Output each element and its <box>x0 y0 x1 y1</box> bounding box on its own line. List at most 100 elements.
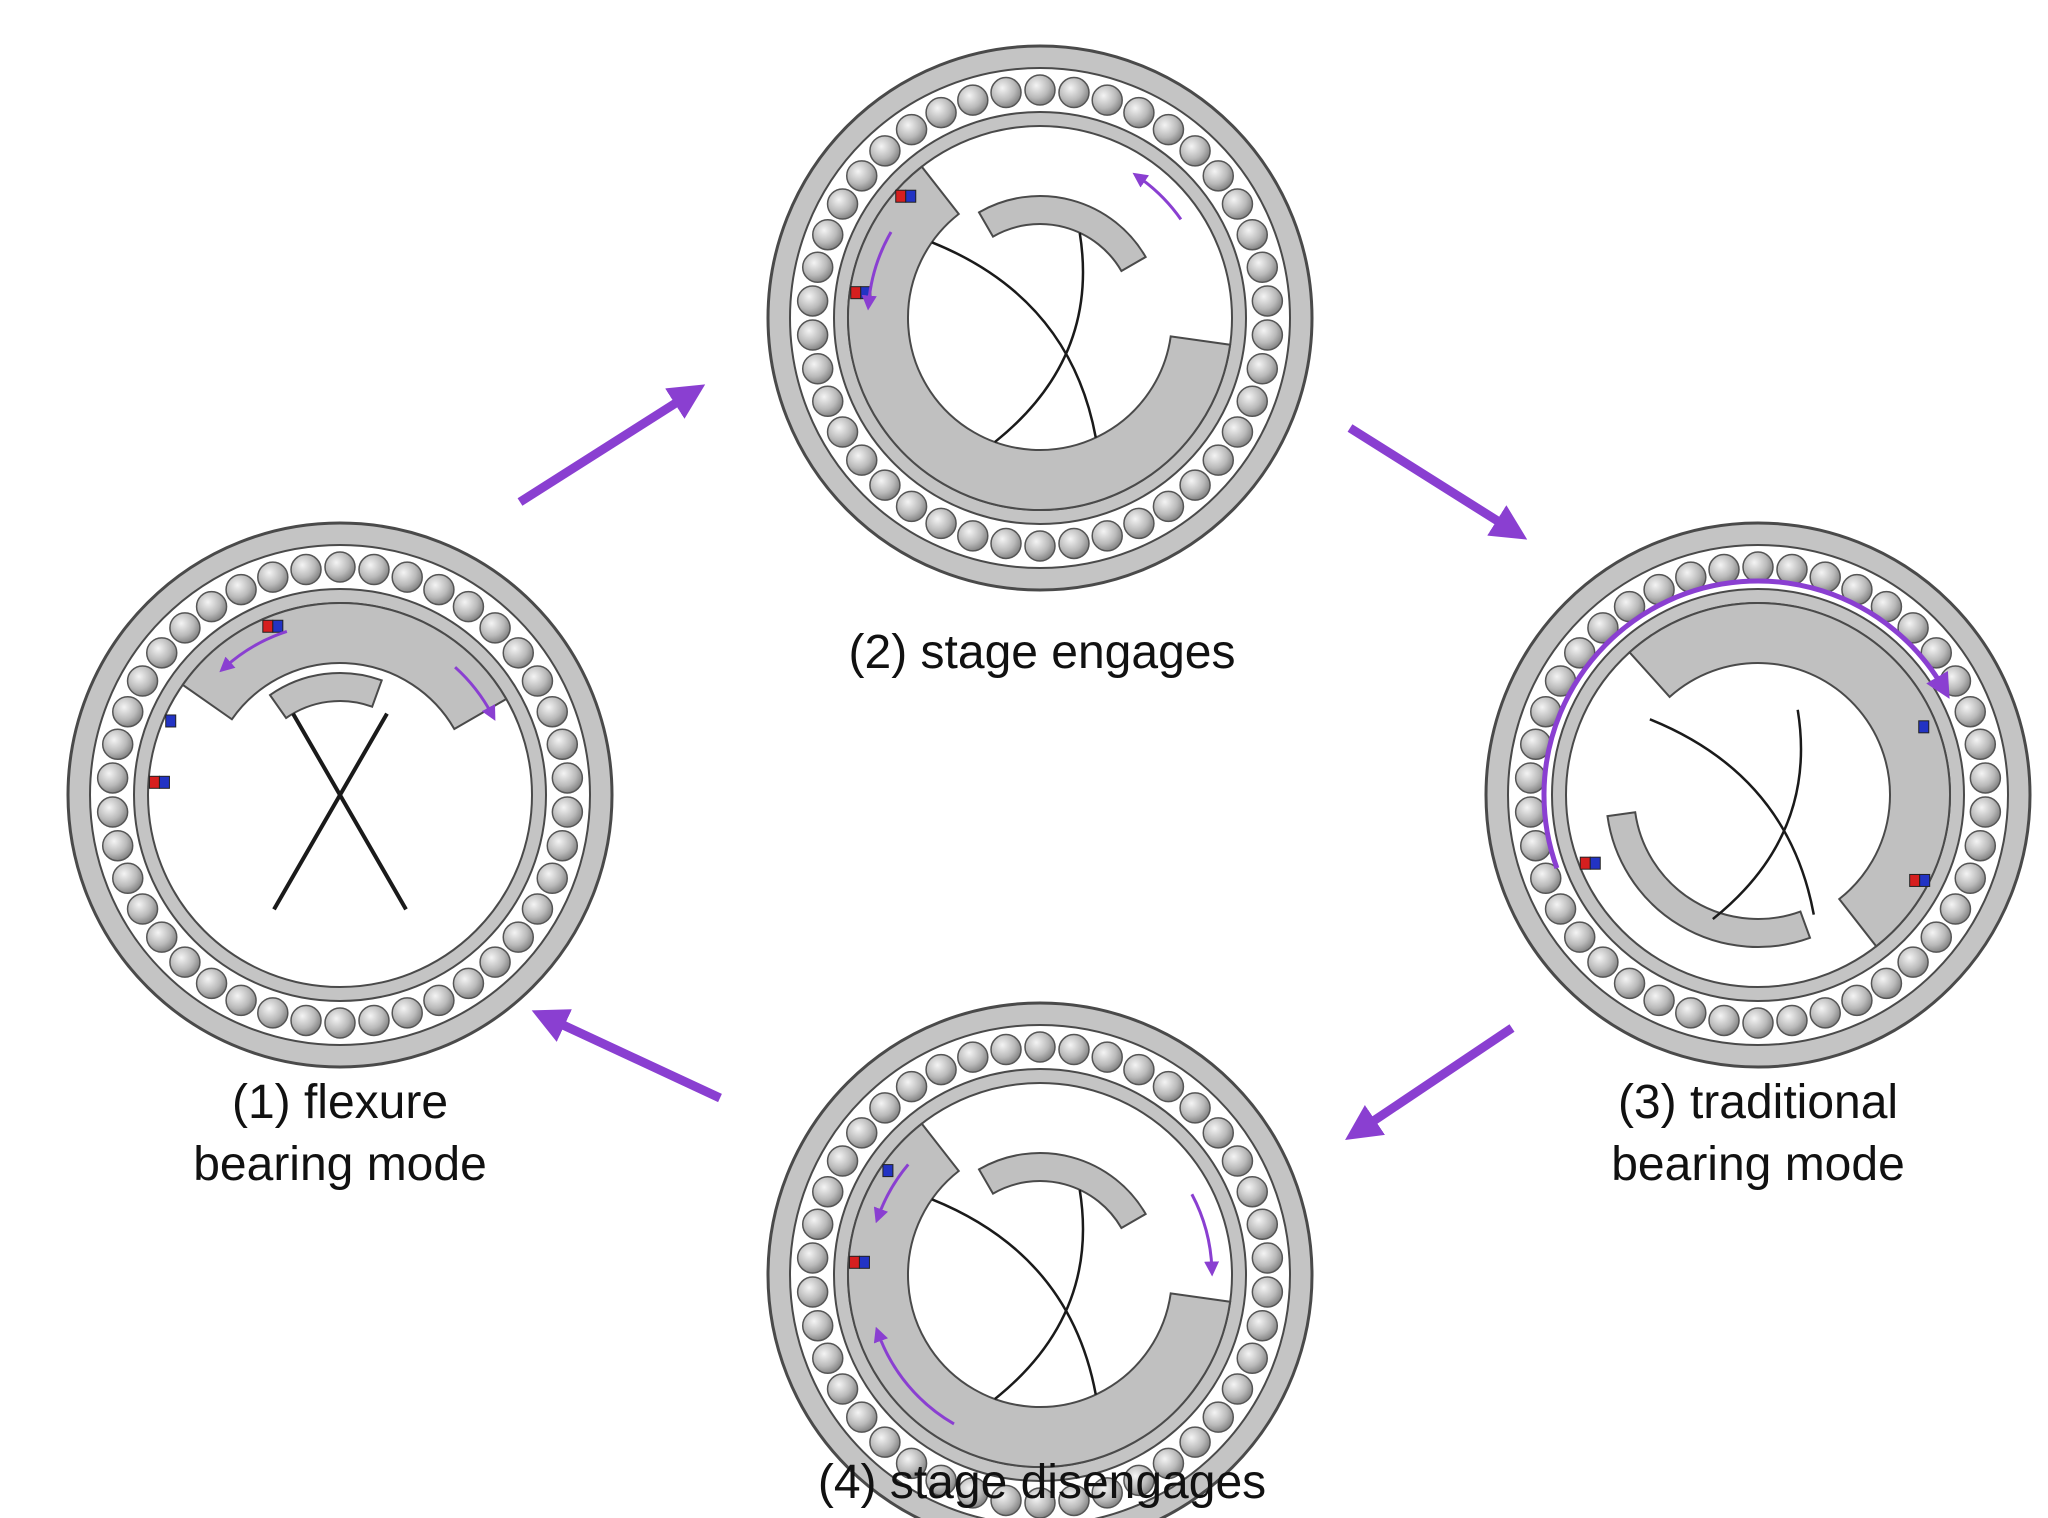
ball-bearing-icon <box>502 921 535 953</box>
ball-bearing-icon <box>1221 1373 1254 1405</box>
ball-bearing-icon <box>826 1373 859 1405</box>
ball-bearing-icon <box>225 573 257 606</box>
ball-bearing-icon <box>195 590 228 623</box>
ball-bearing-icon <box>826 416 859 448</box>
ball-bearing-icon <box>1058 1484 1090 1517</box>
ball-bearing-icon <box>925 1464 957 1497</box>
cycle-arrow-icon <box>1345 1024 1515 1141</box>
ball-bearing-icon <box>869 1092 901 1124</box>
ball-bearing-icon <box>1544 893 1577 925</box>
ball-bearing-icon <box>1939 893 1972 925</box>
ball-bearing-icon <box>391 561 423 593</box>
ball-bearing-icon <box>479 946 511 978</box>
ball-bearing-icon <box>845 1401 878 1433</box>
caption-traditional-line2: bearing mode <box>1611 1138 1905 1191</box>
motion-arrow-icon <box>219 629 288 673</box>
ball-bearing-icon <box>1202 160 1235 192</box>
ball-bearing-icon <box>1123 1053 1155 1086</box>
ball-bearing-icon <box>1091 1477 1123 1509</box>
ball-bearing-icon <box>1954 862 1986 895</box>
ball-bearing-icon <box>1675 997 1707 1029</box>
ball-bearing-icon <box>169 612 201 644</box>
flexure-pad <box>977 194 1148 273</box>
ball-bearing-icon <box>895 490 928 523</box>
ball-bearing-icon <box>1179 135 1211 167</box>
ball-bearing-icon <box>423 984 455 1017</box>
ball-bearing-icon <box>1708 1004 1740 1037</box>
ball-bearing-icon <box>358 553 390 586</box>
ball-bearing-icon <box>1964 829 1997 862</box>
magnet-icon <box>882 1164 894 1178</box>
rotary-stage <box>847 165 1232 511</box>
ball-bearing-icon <box>1024 1487 1056 1518</box>
magnet-icon <box>1909 873 1921 887</box>
ball-bearing-icon <box>290 1004 322 1037</box>
ball-bearing-icon <box>1202 444 1235 476</box>
motion-arrow-icon <box>454 666 496 721</box>
ball-bearing-icon <box>801 352 834 385</box>
ball-bearing-icon <box>1587 612 1619 644</box>
ball-bearing-icon <box>1202 1117 1235 1149</box>
motion-arrow-icon <box>1190 1193 1220 1277</box>
magnet-icon <box>165 714 177 728</box>
ball-bearing-icon <box>869 135 901 167</box>
magnet-icon <box>262 619 274 633</box>
flexure-blade <box>291 712 408 911</box>
ball-bearing-icon <box>869 1426 901 1458</box>
ball-bearing-icon <box>536 695 568 728</box>
ball-bearing-icon <box>826 188 859 220</box>
ball-bearing-icon <box>96 762 129 794</box>
ball-bearing-icon <box>521 893 554 925</box>
ball-bearing-icon <box>925 507 957 540</box>
ball-bearing-icon <box>1563 921 1596 953</box>
ball-bearing-icon <box>812 218 844 251</box>
ball-bearing-icon <box>1058 1033 1090 1066</box>
ball-bearing-icon <box>990 1033 1022 1066</box>
ball-bearing-icon <box>895 1447 928 1480</box>
ball-bearing-icon <box>112 862 144 895</box>
ball-bearing-icon <box>895 1070 928 1103</box>
magnet-icon <box>895 189 907 203</box>
ball-bearing-icon <box>1221 416 1254 448</box>
ball-bearing-icon <box>391 997 423 1029</box>
ball-bearing-icon <box>112 695 144 728</box>
ball-bearing-icon <box>801 1309 834 1342</box>
ball-bearing-icon <box>1236 1342 1268 1375</box>
motion-arrow-icon <box>1541 578 1950 870</box>
motion-arrow-icon <box>873 1163 910 1224</box>
ball-bearing-icon <box>96 796 129 828</box>
ball-bearing-icon <box>324 1007 356 1039</box>
ball-bearing-icon <box>551 796 584 828</box>
ball-bearing-icon <box>1514 796 1547 828</box>
ball-bearing-icon <box>1251 1276 1284 1308</box>
ball-bearing-icon <box>101 829 134 862</box>
ball-bearing-icon <box>796 1242 829 1274</box>
ball-bearing-icon <box>1152 1070 1185 1103</box>
ball-bearing-icon <box>1841 984 1873 1017</box>
flexure-pad <box>977 1151 1148 1230</box>
ball-bearing-icon <box>796 1276 829 1308</box>
ball-bearing-icon <box>1024 74 1056 106</box>
ball-bearing-icon <box>1236 218 1268 251</box>
magnet-icon <box>1919 873 1931 887</box>
ball-bearing-icon <box>812 385 844 418</box>
flexure-blade <box>994 1189 1085 1401</box>
ball-bearing-icon <box>1969 762 2002 794</box>
flexure-blade <box>1649 718 1816 915</box>
ball-bearing-icon <box>869 469 901 501</box>
ball-bearing-icon <box>796 319 829 351</box>
magnet-icon <box>1579 856 1591 870</box>
ball-bearing-icon <box>126 893 159 925</box>
ball-bearing-icon <box>257 997 289 1029</box>
ball-bearing-icon <box>452 967 485 1000</box>
ball-bearing-icon <box>957 84 989 116</box>
ball-bearing-icon <box>801 251 834 284</box>
ball-bearing-icon <box>1897 612 1929 644</box>
ball-bearing-icon <box>1202 1401 1235 1433</box>
ball-bearing-icon <box>812 1342 844 1375</box>
caption-disengages: (4) stage disengages <box>818 1456 1266 1509</box>
ball-bearing-icon <box>452 590 485 623</box>
bearing-flexure-mode <box>66 521 614 1069</box>
ball-bearing-icon <box>1246 352 1279 385</box>
